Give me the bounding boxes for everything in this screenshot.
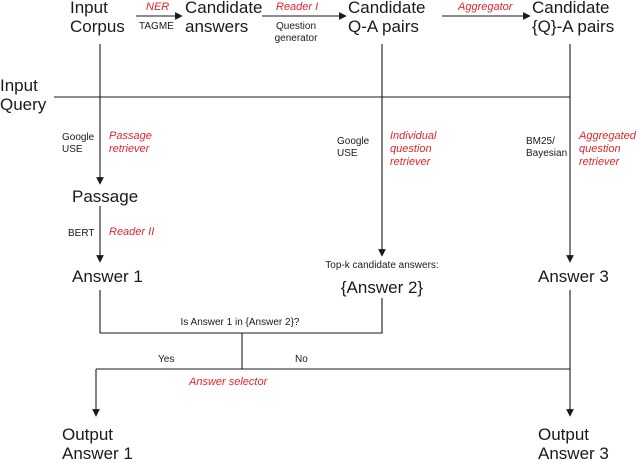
node-answer3: Answer 3 — [538, 267, 609, 286]
label-bert: BERT — [68, 228, 95, 239]
node-candidate-q-a-pairs: Candidate {Q}-A pairs — [532, 0, 615, 36]
label-yes: Yes — [158, 354, 175, 365]
label-aggregator: Aggregator — [458, 1, 513, 13]
node-candidate-qa-pairs: Candidate Q-A pairs — [348, 0, 426, 36]
label-google-use-2: Google USE — [337, 136, 370, 159]
compare-bracket — [99, 290, 383, 334]
node-answer2: {Answer 2} — [340, 278, 424, 297]
node-candidate-answers: Candidate answers — [185, 0, 263, 36]
node-output1: Output Answer 1 — [62, 425, 133, 463]
label-condition: Is Answer 1 in {Answer 2}? — [180, 317, 300, 328]
label-aggregated-retriever: Aggregated question retriever — [579, 130, 636, 168]
node-output3: Output Answer 3 — [538, 425, 609, 463]
label-question-generator: Question generator — [274, 21, 318, 44]
label-individual-retriever: Individual question retriever — [390, 130, 437, 168]
label-google-use-1: Google USE — [62, 132, 95, 155]
label-reader1: Reader I — [276, 1, 319, 13]
label-topk: Top-k candidate answers: — [325, 260, 439, 271]
label-passage-retriever: Passage retriever — [109, 130, 152, 155]
label-reader2: Reader II — [109, 226, 155, 238]
node-passage: Passage — [72, 187, 139, 206]
node-input-corpus: Input Corpus — [70, 0, 125, 36]
node-answer1: Answer 1 — [72, 267, 143, 286]
label-tagme: TAGME — [139, 21, 174, 32]
label-answer-selector: Answer selector — [189, 376, 268, 388]
node-input-query: Input Query — [0, 76, 47, 114]
label-bm25: BM25/ Bayesian — [526, 136, 568, 159]
label-no: No — [295, 354, 308, 365]
label-ner: NER — [146, 1, 170, 13]
